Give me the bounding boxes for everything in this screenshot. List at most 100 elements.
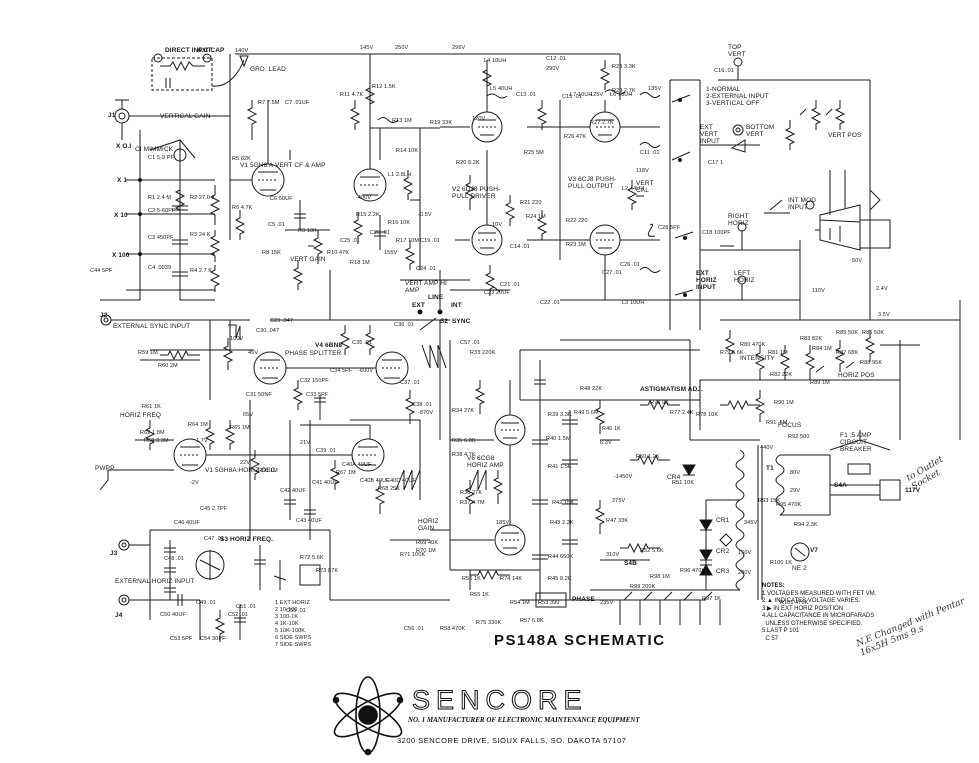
brand-logo-text: SENCORE [412, 685, 588, 716]
component-label: C33 5PF [306, 392, 329, 398]
component-label: R28 3.3K [612, 64, 636, 70]
notes-line: 1.VOLTAGES MEASURED WITH FET VM. [762, 590, 877, 597]
voltage-label: 310V [606, 552, 620, 558]
label-j3: J3 [110, 550, 118, 557]
brand-address: 3200 SENCORE DRIVE, SIOUX FALLS, SO. DAK… [397, 736, 627, 745]
label-x10: X 10 [114, 212, 128, 219]
voltage-label: 3.5V [878, 312, 890, 318]
label-phase: PHASE [572, 596, 595, 603]
component-label: R8 15K [262, 250, 281, 256]
component-label: R95 470K [776, 502, 802, 508]
component-label: R18 1M [350, 260, 370, 266]
vert-gain-pot [285, 200, 330, 290]
component-label: L4 10UH [484, 58, 507, 64]
label-horiz-freq: HORIZ FREQ [120, 412, 162, 419]
component-label: C35 .01 [352, 340, 372, 346]
voltage-label: -400V [356, 195, 372, 201]
phase-switch [535, 589, 730, 625]
component-label: R41 1.5K [548, 464, 572, 470]
label-grd-lead: GRD. LEAD [250, 66, 286, 73]
component-label: R6 4.7K [232, 205, 253, 211]
component-label: R61 1K [142, 404, 161, 410]
voltage-label: 2.4V [876, 286, 888, 292]
voltage-label: 150V [738, 550, 752, 556]
tube-v3-output [527, 60, 661, 300]
label-horiz-gain: HORIZ GAIN [418, 518, 439, 532]
component-label: R88 95K [860, 360, 883, 366]
component-label: C30 .047 [256, 328, 280, 334]
label-s4a: S4A [834, 482, 847, 489]
component-label: R50 1.2K [636, 454, 660, 460]
voltage-label: 118V [636, 168, 649, 174]
component-label: C37 .01 [400, 380, 420, 386]
component-label: R65 1M [230, 425, 250, 431]
component-label: R100 1K [770, 560, 793, 566]
component-label: R71 100K [400, 552, 426, 558]
component-label: R75 330K [476, 620, 502, 626]
label-horiz-pos: HORIZ POS [838, 372, 875, 379]
component-label: R99 200K [630, 584, 656, 590]
component-label: R20 8.2K [456, 160, 480, 166]
component-label: C40C 40UF [386, 478, 416, 484]
component-label: R68 25K [378, 486, 401, 492]
label-v6: V6 6CG8 HORIZ AMP [467, 455, 504, 469]
component-label: C56 .01 [404, 626, 424, 632]
voltage-label: 50V [852, 258, 863, 264]
notes-heading: NOTES: [762, 583, 785, 589]
component-label: R82 22K [770, 372, 793, 378]
component-label: R1 2.4 M [148, 195, 172, 201]
component-label: L7 10UH [570, 92, 593, 98]
component-label: C40B 40UF [360, 478, 390, 484]
component-label: R35 6.8K [452, 438, 476, 444]
component-label: C6 50UF [270, 196, 293, 202]
voltage-label: -1450V [614, 474, 633, 480]
component-label: C52 .01 [228, 612, 248, 618]
component-label: C29 .047 [270, 318, 294, 324]
component-label: R62 1.8M [140, 430, 165, 436]
component-label: R7 7.5M [258, 100, 280, 106]
component-label: R86 50K [862, 330, 885, 336]
label-v4: V4 6BN8 [315, 342, 343, 349]
component-label: C23 20UF [484, 290, 510, 296]
component-label: R96 470K [680, 568, 706, 574]
component-label: R93 15K [758, 498, 781, 504]
label-s3-horiz-freq: S3 HORIZ FREQ. [220, 536, 274, 543]
component-label: R40 1.5M [546, 436, 571, 442]
component-label: C2 5-60PF [148, 208, 176, 214]
component-label: R92 500 [788, 434, 810, 440]
component-label: C13 .01 [516, 92, 536, 98]
component-label: R84 1M [812, 346, 832, 352]
component-label: R12 1.5K [372, 84, 396, 90]
label-external-sync: EXTERNAL SYNC INPUT [113, 323, 191, 330]
label-s1-normal: 1-NORMAL [706, 86, 741, 93]
component-label: R63 3.3M [144, 438, 169, 444]
tube-v1b-vert-amp [235, 53, 620, 270]
label-ne2: NE 2 [792, 565, 807, 572]
component-label: R23 1M [566, 242, 586, 248]
component-label: R76 9K [650, 400, 669, 406]
component-label: R80 470K [740, 342, 766, 348]
label-vertical-gain: VERTICAL GAIN [160, 113, 211, 120]
voltage-label: 290V [546, 66, 560, 72]
notes-line: 2.▲ INDICATES VOLTAGE VARIES. [762, 598, 861, 604]
voltage-label: -600V [358, 368, 374, 374]
voltage-label: 21V [300, 440, 311, 446]
component-label: R77 2.4K [670, 410, 694, 416]
component-label: C49 .01 [196, 600, 216, 606]
component-label: C43 40UF [296, 518, 322, 524]
component-label: R42 15K [552, 500, 575, 506]
component-label: C32 150PF [300, 378, 329, 384]
component-label: R13 1M [392, 118, 412, 124]
component-label: R33 220K [470, 350, 496, 356]
component-label: C15 .01 [562, 94, 582, 100]
component-label: R51 10K [672, 480, 695, 486]
horiz-freq-switch-s3 [149, 529, 331, 620]
voltage-label: 155V [384, 250, 398, 256]
component-label: C54 30PF [200, 636, 226, 642]
component-label: R47 33K [606, 518, 629, 524]
label-ext-horiz-sw: EXT HORIZ INPUT [696, 270, 717, 291]
label-xo1: X O.I [116, 143, 132, 150]
component-label: R67 1M [336, 470, 356, 476]
rectifiers [682, 464, 740, 591]
label-x100: X 100 [112, 252, 130, 259]
